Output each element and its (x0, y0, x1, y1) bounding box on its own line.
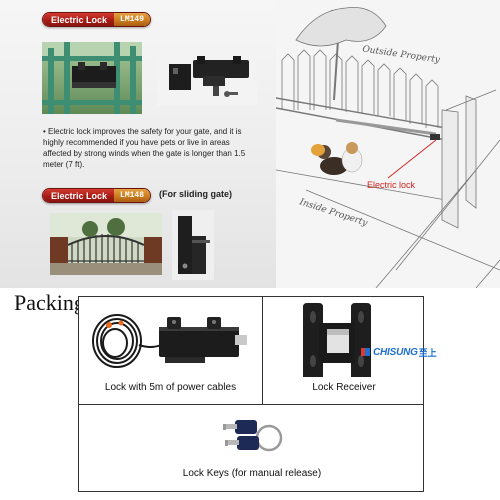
lock-receiver-caption: Lock Receiver (312, 382, 376, 393)
lock-keys-caption: Lock Keys (for manual release) (182, 468, 322, 479)
lock-description: • Electric lock improves the safety for … (43, 127, 246, 169)
gate-lock-photo (42, 42, 142, 114)
lock-with-cable-caption: Lock with 5m of power cables (104, 382, 237, 393)
lock-with-cable-image (87, 305, 257, 377)
brand-mark-icon (361, 348, 370, 356)
gate-installation-sketch (276, 0, 500, 288)
badge-label: Electric Lock (43, 13, 115, 26)
grid-divider-horizontal (79, 404, 423, 405)
sliding-gate-photo (50, 213, 162, 275)
brand-name: CHISUNG (373, 346, 418, 358)
sliding-lock-photo (172, 210, 214, 280)
lock-receiver-image (297, 301, 377, 379)
lock-keys-image (219, 412, 289, 464)
sliding-gate-note: (For sliding gate) (159, 189, 232, 199)
badge-model: LM148 (114, 189, 151, 202)
promo-panel: Electric Lock LM149 (0, 0, 500, 288)
grid-divider-vertical (262, 297, 263, 404)
brand-name-chinese: 至上 (418, 347, 437, 358)
lock-product-photo (157, 46, 257, 106)
badge-label: Electric Lock (43, 189, 115, 202)
brand-logo: CHISUNG 至上 (361, 345, 437, 359)
electric-lock-callout: Electric lock (367, 180, 416, 190)
packing-grid: Lock with 5m of power cables Lock Receiv… (78, 296, 424, 492)
electric-lock-lm148-badge: Electric Lock LM148 (42, 188, 152, 203)
electric-lock-lm149-badge: Electric Lock LM149 (42, 12, 152, 27)
badge-model: LM149 (114, 13, 151, 26)
